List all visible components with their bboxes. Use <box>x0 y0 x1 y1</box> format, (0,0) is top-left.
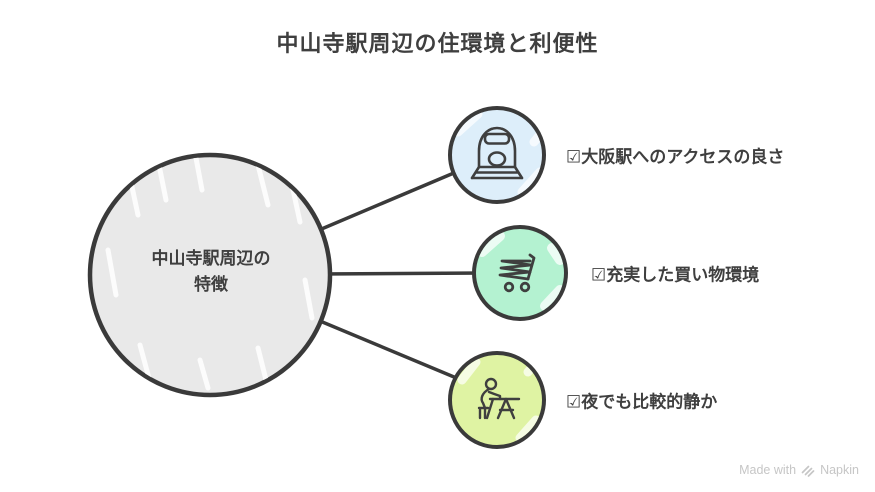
person-at-desk-icon <box>477 377 521 420</box>
center-node-label-line2: 特徴 <box>194 275 228 295</box>
item-label-quiet: ☑夜でも比較的静か <box>566 392 718 412</box>
node-access <box>448 106 546 204</box>
page-title: 中山寺駅周辺の住環境と利便性 <box>276 31 599 56</box>
connector-line-bottom <box>306 314 468 384</box>
center-node-label-line1: 中山寺駅周辺の <box>151 249 271 268</box>
connector-line-top <box>303 165 470 238</box>
center-node-label: 中山寺駅周辺の 特徴 <box>91 246 331 299</box>
train-icon <box>470 126 524 180</box>
napkin-logo-icon <box>801 465 815 477</box>
node-access-circle <box>448 106 546 204</box>
center-node-circle <box>87 152 333 398</box>
center-node <box>87 152 333 398</box>
connector-lines <box>303 165 488 384</box>
node-quiet <box>448 351 546 449</box>
watermark-brand: Napkin <box>820 463 859 477</box>
connector-line-middle <box>316 271 488 276</box>
shopping-cart-icon <box>498 253 536 293</box>
node-shopping-scribble-texture <box>477 231 564 311</box>
napkin-watermark[interactable]: Made with Napkin <box>739 463 859 477</box>
watermark-text: Made with <box>739 463 797 477</box>
item-label-access: ☑大阪駅へのアクセスの良さ <box>566 147 785 167</box>
node-shopping <box>472 225 568 321</box>
item-label-shopping: ☑充実した買い物環境 <box>591 265 760 285</box>
